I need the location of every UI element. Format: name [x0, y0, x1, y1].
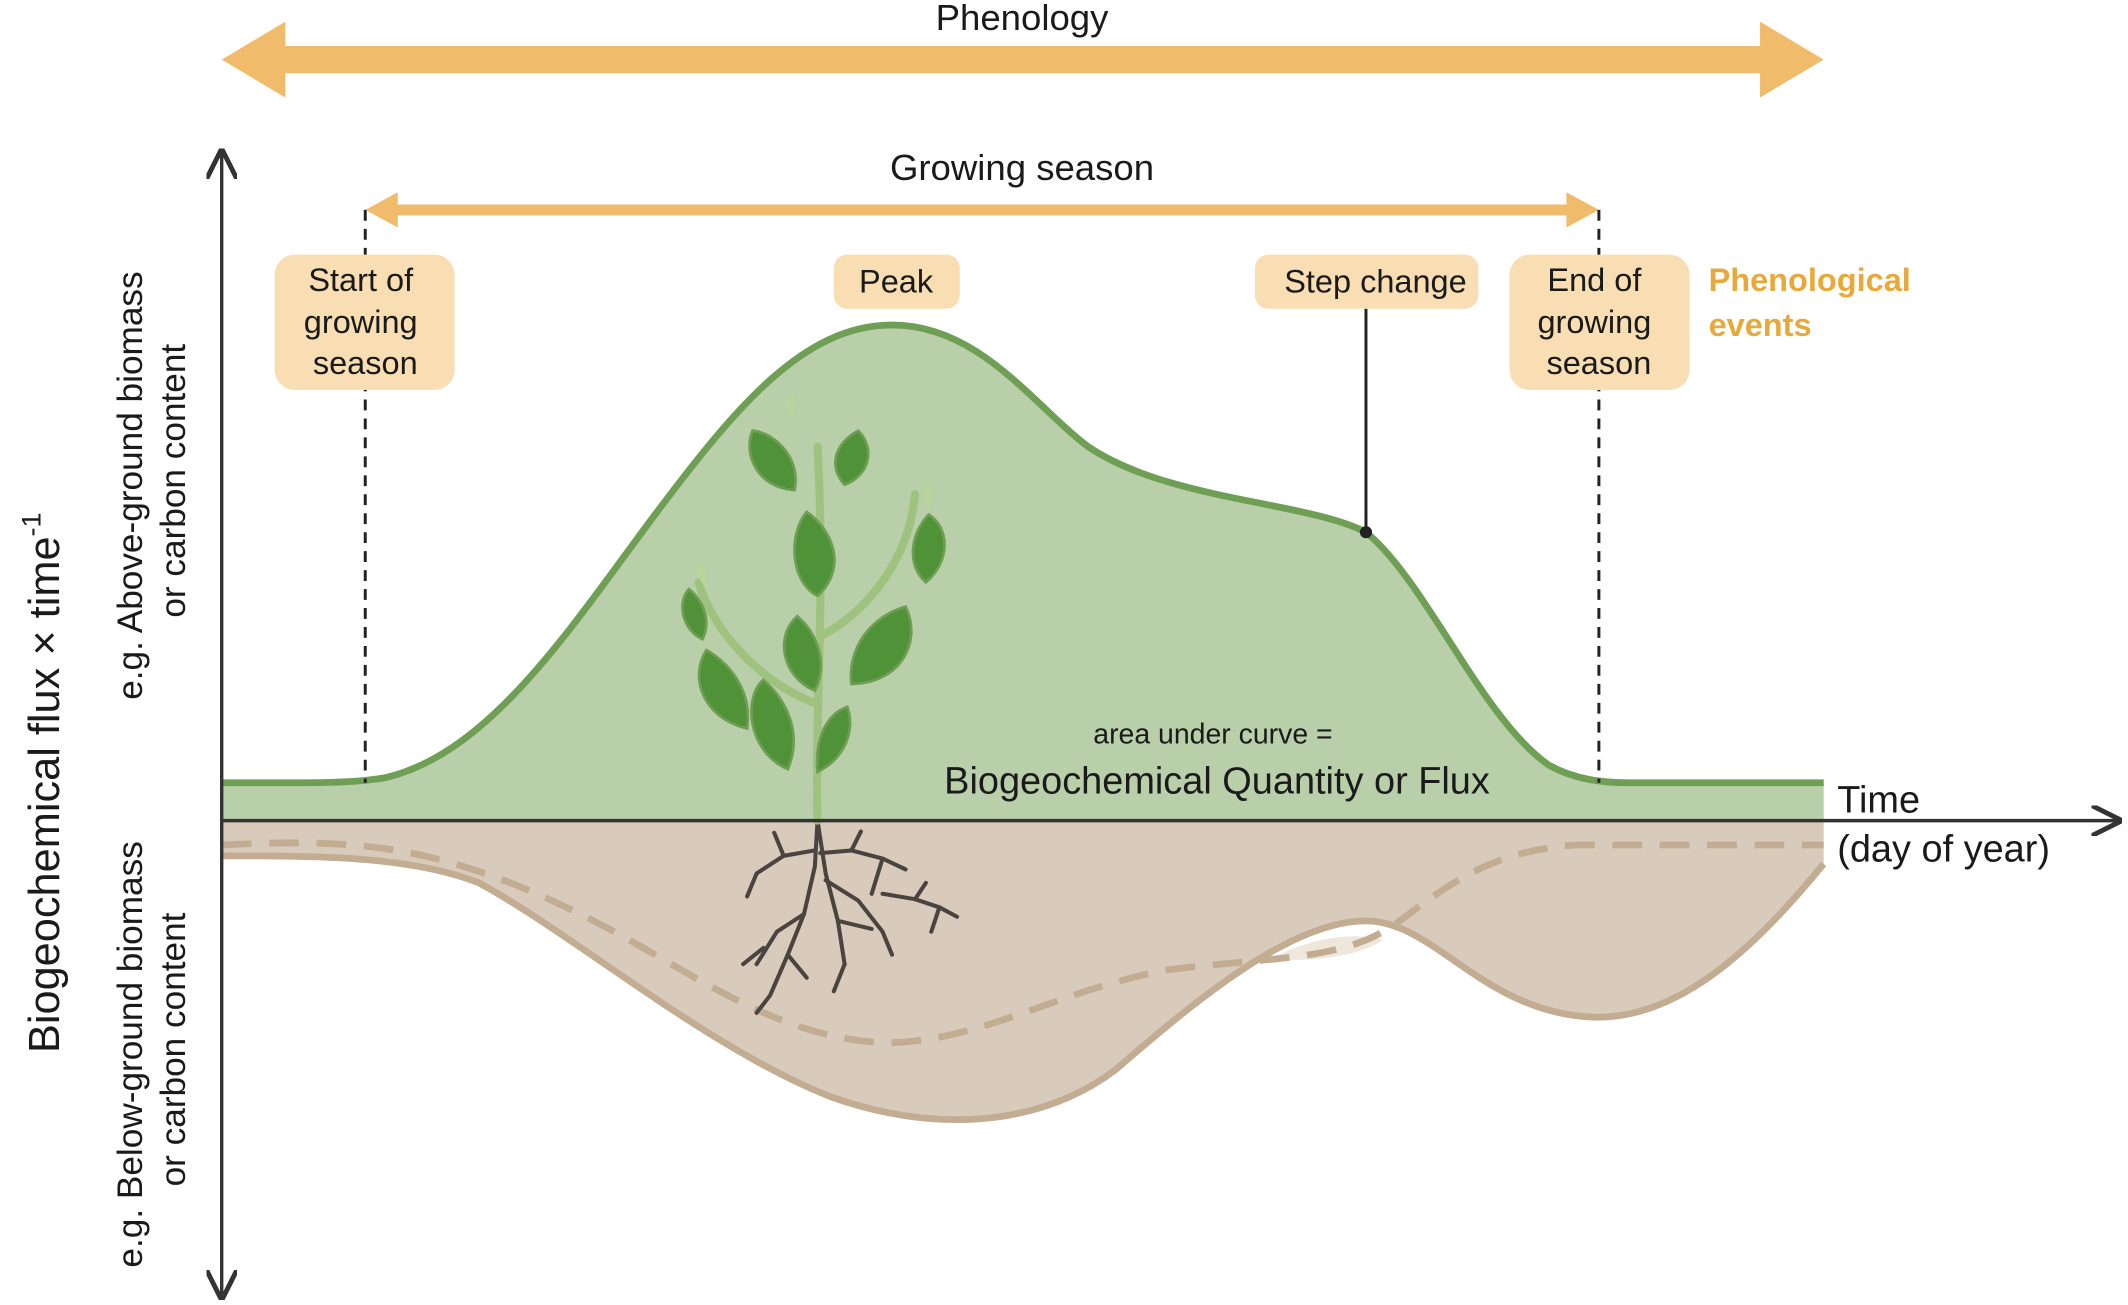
- above-ground-label-line-2: or carbon content: [154, 344, 193, 618]
- below-ground-label-line-2: or carbon content: [154, 912, 193, 1186]
- below-ground-label: e.g. Below-ground biomass or carbon cont…: [111, 831, 193, 1267]
- area-title: Biogeochemical Quantity or Flux: [944, 761, 1490, 803]
- step-change-marker: [1359, 308, 1373, 539]
- axes: [222, 152, 2119, 1298]
- below-ground-label-line-1: e.g. Below-ground biomass: [111, 841, 150, 1267]
- event-end: End of growing season: [1509, 254, 1690, 390]
- svg-text:Start of growing s: Start of growing season: [304, 262, 427, 381]
- event-end-line-3: season: [1546, 345, 1651, 381]
- event-step-change: Step change: [1254, 254, 1479, 309]
- event-end-line-2: growing: [1537, 304, 1651, 340]
- x-axis-label-line-1: Time: [1837, 780, 1920, 822]
- above-ground-area: [221, 325, 1824, 821]
- phenological-events-label: Phenological events: [1709, 262, 1920, 343]
- phenology-arrow: [221, 21, 1824, 98]
- svg-text:End of growing sea: End of growing season: [1537, 262, 1660, 381]
- phenological-events-line-2: events: [1709, 307, 1812, 343]
- below-ground-dashed-curve: [221, 839, 1824, 1047]
- phenology-label: Phenology: [936, 0, 1109, 38]
- x-axis-label: Time (day of year): [1837, 780, 2050, 871]
- above-ground-label: e.g. Above-ground biomass or carbon cont…: [111, 262, 193, 700]
- y-axis-label-main: Biogeochemical flux × time: [21, 536, 69, 1053]
- growing-season-label: Growing season: [890, 147, 1154, 188]
- growing-season-arrow: [365, 192, 1599, 228]
- below-ground-area: [221, 820, 1824, 1120]
- phenological-events-line-1: Phenological: [1709, 262, 1911, 298]
- event-peak: Peak: [833, 254, 960, 309]
- y-axis-label: Biogeochemical flux × time-1: [15, 512, 69, 1053]
- above-ground-label-line-1: e.g. Above-ground biomass: [111, 271, 150, 699]
- below-ground-curve: [221, 852, 1827, 1123]
- event-step-change-label: Step change: [1284, 264, 1467, 300]
- event-peak-label: Peak: [859, 264, 934, 300]
- plant-illustration: [681, 392, 946, 825]
- event-start-line-2: growing: [304, 304, 418, 340]
- event-end-line-1: End of: [1547, 262, 1642, 298]
- event-start-line-1: Start of: [308, 262, 414, 298]
- above-ground-curve: [221, 321, 1824, 787]
- x-axis-label-line-2: (day of year): [1837, 828, 2050, 870]
- event-start-line-3: season: [313, 345, 418, 381]
- roots-illustration: [741, 818, 960, 1015]
- event-start: Start of growing season: [274, 254, 455, 390]
- y-axis-label-superscript: -1: [15, 512, 46, 536]
- area-caption: area under curve =: [1093, 718, 1332, 750]
